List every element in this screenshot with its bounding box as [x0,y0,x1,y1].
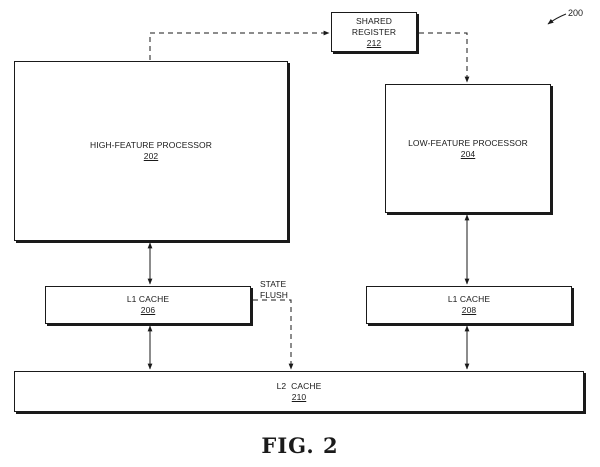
state-flush-label: STATE FLUSH [260,279,288,301]
l1-cache-left-block: L1 CACHE 206 [45,286,251,324]
state-flush-line2: FLUSH [260,290,288,300]
high-feature-processor-label: HIGH-FEATURE PROCESSOR [90,140,212,150]
dashed-arrow-register-to-lfp [419,32,470,83]
shared-register-label-line2: REGISTER [351,26,397,37]
l1-cache-right-block: L1 CACHE 208 [366,286,572,324]
l1-cache-left-label: L1 CACHE [126,294,170,304]
l1-cache-left-ref: 206 [140,305,156,315]
l2-cache-label: L2 CACHE [276,380,322,391]
low-feature-processor-label: LOW-FEATURE PROCESSOR [408,137,528,148]
dashed-arrow-state-flush [253,299,294,370]
l1-cache-right-label: L1 CACHE [447,294,491,304]
figure-ref-arrow [547,13,567,25]
shared-register-ref: 212 [366,37,382,48]
l2-cache-block: L2 CACHE 210 [14,371,584,412]
figure-ref-number: 200 [568,8,584,18]
shared-register-label-line1: SHARED [355,15,393,26]
high-feature-processor-ref: 202 [143,151,159,161]
low-feature-processor-block: LOW-FEATURE PROCESSOR 204 [385,84,551,213]
figure-caption: FIG. 2 [261,433,339,458]
shared-register-block: SHARED REGISTER 212 [331,12,417,52]
l2-cache-ref: 210 [291,391,307,402]
state-flush-line1: STATE [260,279,287,289]
low-feature-processor-ref: 204 [460,148,476,159]
dashed-arrow-hfp-to-register [149,30,330,60]
l1-cache-right-ref: 208 [461,305,477,315]
high-feature-processor-block: HIGH-FEATURE PROCESSOR 202 [14,61,288,241]
